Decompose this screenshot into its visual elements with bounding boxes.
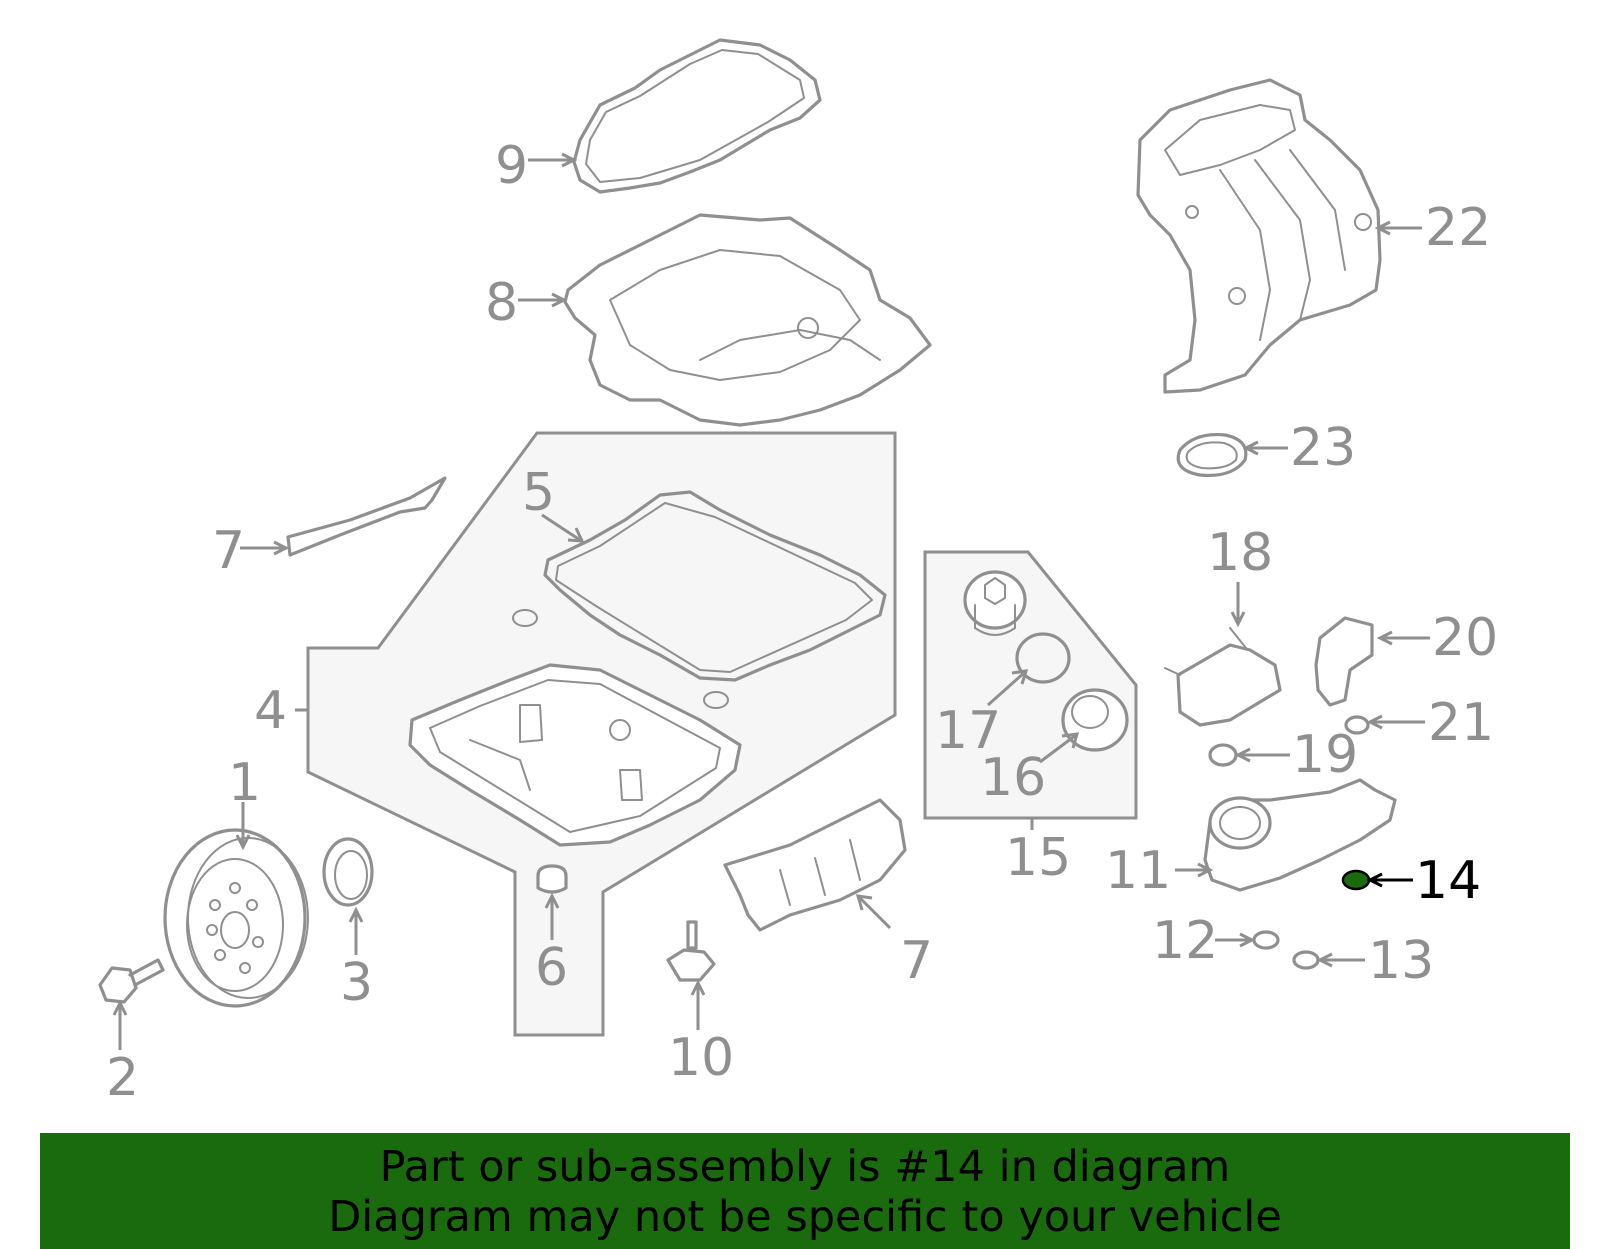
callout-15: 15 <box>1005 828 1071 888</box>
part-7-bracket-left[interactable] <box>286 476 447 557</box>
callout-13: 13 <box>1368 931 1434 991</box>
callout-6: 6 <box>535 938 568 998</box>
callout-2: 2 <box>106 1048 139 1108</box>
callout-16: 16 <box>980 748 1046 808</box>
callout-7-lower: 7 <box>900 931 933 991</box>
callout-10: 10 <box>668 1028 734 1088</box>
part-22-intake-manifold[interactable] <box>1136 78 1382 394</box>
callout-7-upper: 7 <box>212 521 245 581</box>
callout-23: 23 <box>1290 418 1356 478</box>
callout-14: 14 <box>1415 851 1481 911</box>
callout-20: 20 <box>1432 608 1498 668</box>
banner-line-1: Part or sub-assembly is #14 in diagram <box>379 1142 1231 1192</box>
part-5-gasket[interactable] <box>543 490 887 682</box>
callout-21: 21 <box>1428 693 1494 753</box>
part-4-oil-pan[interactable] <box>408 663 742 847</box>
part-3-seal[interactable] <box>322 837 374 907</box>
part-2-bolt[interactable] <box>98 958 165 1004</box>
callout-3: 3 <box>340 953 373 1013</box>
part-17-o-ring[interactable] <box>1015 632 1071 684</box>
part-20-valve[interactable] <box>1314 616 1374 707</box>
banner-line-2: Diagram may not be specific to your vehi… <box>328 1192 1282 1242</box>
callout-1: 1 <box>228 753 261 813</box>
leader-arrows <box>112 152 1430 1050</box>
part-10-sensor[interactable] <box>666 920 716 982</box>
part-18-oil-cooler[interactable] <box>1176 643 1282 727</box>
part-13-o-ring[interactable] <box>1292 950 1320 970</box>
part-9-gasket[interactable] <box>572 38 822 194</box>
part-21-o-ring[interactable] <box>1344 715 1370 735</box>
callout-5: 5 <box>522 463 555 523</box>
part-1-pulley[interactable] <box>163 828 309 1008</box>
part-23-seal[interactable] <box>1176 432 1248 478</box>
callout-12: 12 <box>1152 911 1218 971</box>
callout-11: 11 <box>1105 841 1171 901</box>
callout-19: 19 <box>1292 725 1358 785</box>
callout-9: 9 <box>495 136 528 196</box>
callout-18: 18 <box>1207 523 1273 583</box>
part-14-highlighted[interactable] <box>1341 869 1371 891</box>
callout-4: 4 <box>254 681 287 741</box>
info-banner: Part or sub-assembly is #14 in diagram D… <box>40 1133 1570 1249</box>
callout-17: 17 <box>935 701 1001 761</box>
part-8-upper-oil-pan[interactable] <box>563 213 932 427</box>
part-17-filter-cap[interactable] <box>963 570 1027 636</box>
part-19-o-ring[interactable] <box>1208 743 1238 767</box>
callout-8: 8 <box>485 273 518 333</box>
callout-22: 22 <box>1425 198 1491 258</box>
part-11-housing[interactable] <box>1203 778 1397 892</box>
part-12-o-ring[interactable] <box>1252 930 1280 950</box>
part-7-heat-shield[interactable] <box>723 798 907 932</box>
part-16-filter[interactable] <box>1061 688 1129 752</box>
part-6-drain-plug[interactable] <box>536 864 568 894</box>
